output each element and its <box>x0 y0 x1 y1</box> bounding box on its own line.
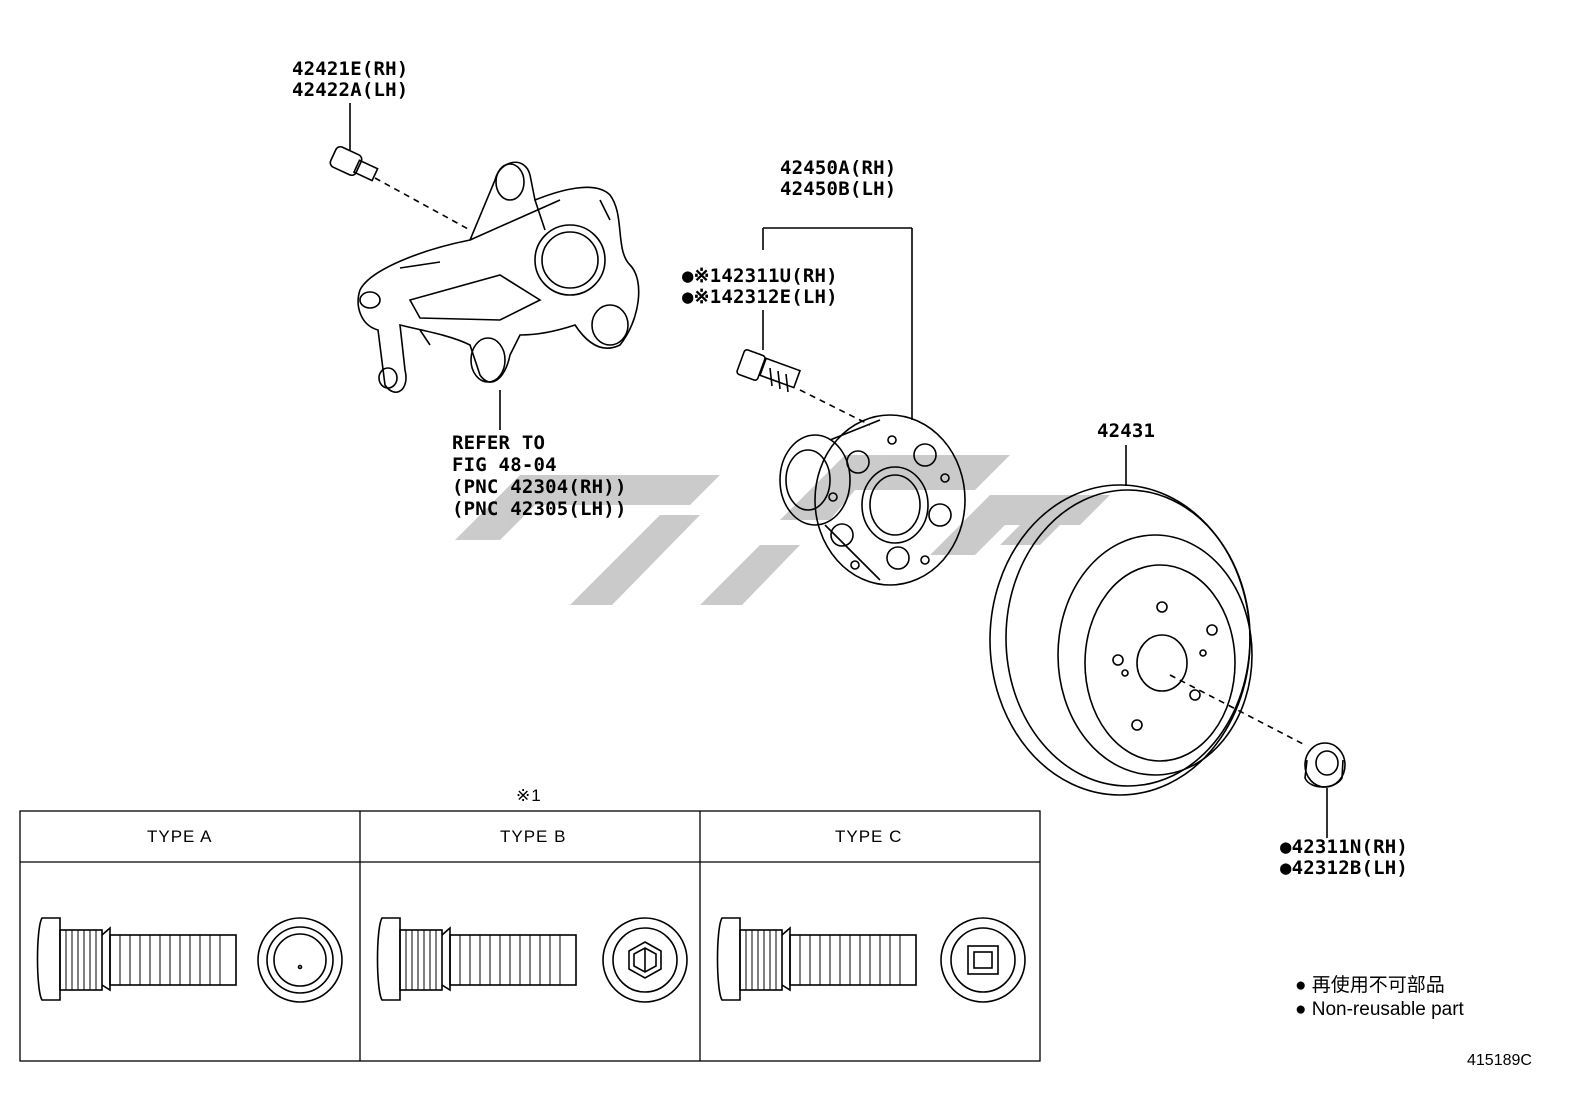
stud-lh-label: ●※142312E(LH) <box>682 286 838 308</box>
bolt-rh-label: 42421E(RH) <box>292 58 409 80</box>
hub-bearing-icon <box>779 414 966 586</box>
stud-type-table <box>19 810 1041 1062</box>
hub-lh-label: 42450B(LH) <box>780 178 897 200</box>
figure-number: 415189C <box>1467 1052 1532 1069</box>
nut-rh-label: ●42311N(RH) <box>1280 836 1409 858</box>
type-c-header: TYPE C <box>835 827 903 846</box>
lock-nut-icon <box>1304 742 1346 838</box>
steering-knuckle-icon <box>357 161 640 430</box>
hub-rh-label: 42450A(RH) <box>780 157 897 179</box>
legend-japanese: ● 再使用不可部品 <box>1295 975 1445 996</box>
bolt-lh-label: 42422A(LH) <box>292 79 409 101</box>
stud-type-b-icon <box>376 917 688 1003</box>
refer-line-1: REFER TO <box>452 432 546 454</box>
refer-line-4: (PNC 42305(LH)) <box>452 498 627 520</box>
legend-english: ● Non-reusable part <box>1295 999 1464 1020</box>
stud-rh-label: ●※142311U(RH) <box>682 265 838 287</box>
table-mark: ※1 <box>516 786 542 805</box>
stud-type-c-icon <box>716 917 1026 1003</box>
refer-line-3: (PNC 42304(RH)) <box>452 476 627 498</box>
disc-label: 42431 <box>1097 420 1156 442</box>
watermark-logo <box>455 455 1110 605</box>
hub-bolt-icon <box>736 227 913 426</box>
type-a-header: TYPE A <box>147 827 213 846</box>
refer-line-2: FIG 48-04 <box>452 454 557 476</box>
stud-type-a-icon <box>36 917 343 1003</box>
nut-lh-label: ●42312B(LH) <box>1280 857 1409 879</box>
bolt-part-icon <box>329 103 471 231</box>
disc-rotor-icon <box>989 445 1306 796</box>
type-b-header: TYPE B <box>500 827 567 846</box>
